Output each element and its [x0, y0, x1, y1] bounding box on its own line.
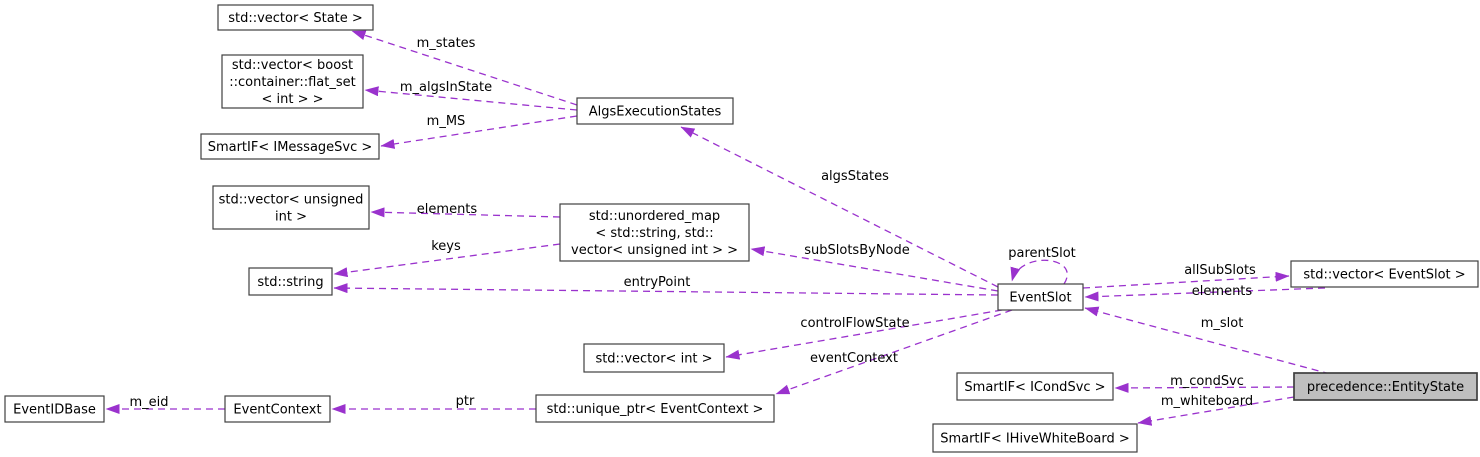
node-smartif-imessagesvc[interactable]: SmartIF< IMessageSvc >	[200, 133, 380, 160]
node-event-id-base[interactable]: EventIDBase	[4, 395, 105, 423]
edge-m_condSvc: m_condSvc	[1114, 374, 1295, 393]
edge-label: m_algsInState	[400, 80, 492, 95]
edge-line	[1084, 287, 1326, 302]
node-box	[224, 395, 331, 423]
node-unordered-map[interactable]: std::unordered_map< std::string, std::ve…	[559, 203, 750, 262]
edge-line	[370, 207, 561, 218]
edge-label: allSubSlots	[1184, 263, 1256, 278]
edge-line	[333, 243, 561, 278]
node-box	[212, 185, 370, 230]
edge-label: ptr	[456, 394, 475, 409]
node-label: std::vector< int >	[595, 352, 712, 367]
edge-line	[351, 30, 578, 106]
edge-elements: elements	[370, 202, 561, 218]
node-box	[932, 423, 1138, 453]
node-label: std::unordered_map< std::string, std::ve…	[571, 209, 738, 258]
node-vector-state[interactable]: std::vector< State >	[217, 4, 374, 31]
edge-m_whiteboard: m_whiteboard	[1137, 394, 1295, 426]
edge-label: elements	[1192, 284, 1253, 299]
edge-label: m_whiteboard	[1161, 394, 1253, 409]
node-label: EventSlot	[1009, 291, 1071, 306]
node-box	[4, 395, 105, 423]
edge-m_MS: m_MS	[380, 114, 578, 149]
node-unique-ptr-eventcontext[interactable]: std::unique_ptr< EventContext >	[535, 394, 775, 423]
edge-line	[1082, 271, 1290, 289]
edge-line	[775, 309, 1013, 395]
node-std-string[interactable]: std::string	[248, 267, 333, 296]
node-label: std::unique_ptr< EventContext >	[547, 402, 764, 417]
edge-label: entryPoint	[624, 275, 691, 290]
edge-label: m_slot	[1201, 316, 1244, 331]
node-label: SmartIF< ICondSvc >	[964, 380, 1105, 395]
edge-label: elements	[417, 202, 478, 217]
edge-label: keys	[431, 239, 461, 254]
edge-label: controlFlowState	[800, 316, 909, 331]
edge-algsStates: algsStates	[680, 126, 999, 288]
edge-eventContext: eventContext	[775, 309, 1013, 395]
edge-line	[1137, 396, 1295, 426]
edge-m_algsInState: m_algsInState	[364, 80, 578, 111]
edge-ptr: ptr	[331, 394, 536, 414]
node-label: std::vector< boost::container::flat_set<…	[229, 58, 356, 107]
node-box	[217, 4, 374, 31]
edge-line	[725, 309, 1003, 360]
node-event-context[interactable]: EventContext	[224, 395, 331, 423]
node-vector-flat-set[interactable]: std::vector< boost::container::flat_set<…	[221, 54, 364, 109]
node-box	[200, 133, 380, 160]
edge-keys: keys	[333, 239, 561, 278]
edge-line	[750, 246, 999, 292]
node-box	[559, 203, 750, 262]
edge-line	[1084, 306, 1331, 375]
node-precedence-entitystate[interactable]: precedence::EntityState	[1293, 372, 1478, 401]
node-smartif-ihivewhiteboard[interactable]: SmartIF< IHiveWhiteBoard >	[932, 423, 1138, 453]
edge-label: algsStates	[821, 169, 889, 184]
node-box	[1293, 372, 1478, 401]
edge-elements: elements	[1084, 284, 1326, 302]
node-box	[221, 54, 364, 109]
node-event-slot[interactable]: EventSlot	[997, 283, 1084, 311]
node-label: precedence::EntityState	[1307, 380, 1464, 395]
node-label: std::vector< State >	[228, 11, 363, 26]
node-vector-int[interactable]: std::vector< int >	[583, 343, 725, 373]
edge-allSubSlots: allSubSlots	[1082, 263, 1290, 289]
edge-label: m_MS	[427, 114, 466, 129]
node-smartif-icondsvc[interactable]: SmartIF< ICondSvc >	[956, 372, 1114, 401]
edge-m_slot: m_slot	[1084, 306, 1331, 375]
node-box	[583, 343, 725, 373]
node-box	[535, 394, 775, 423]
node-box	[1290, 260, 1479, 288]
edge-entryPoint: entryPoint	[333, 275, 999, 296]
edge-label: m_states	[417, 36, 476, 51]
node-label: SmartIF< IMessageSvc >	[208, 140, 373, 155]
edge-label: parentSlot	[1008, 246, 1076, 261]
node-label: std::string	[257, 275, 323, 290]
edge-m_states: m_states	[351, 30, 578, 106]
edge-label: m_eid	[129, 395, 168, 410]
node-label: SmartIF< IHiveWhiteBoard >	[940, 432, 1130, 447]
edge-controlFlowState: controlFlowState	[725, 309, 1003, 360]
node-label: AlgsExecutionStates	[589, 105, 722, 120]
node-box	[576, 97, 734, 125]
edge-label: m_condSvc	[1170, 374, 1244, 389]
edge-subSlotsByNode: subSlotsByNode	[750, 243, 999, 292]
edge-line	[1114, 382, 1295, 393]
edge-line	[333, 283, 999, 296]
node-box	[997, 283, 1084, 311]
edge-label: subSlotsByNode	[804, 243, 910, 258]
node-label: EventIDBase	[13, 403, 96, 418]
node-box	[956, 372, 1114, 401]
edge-m_eid: m_eid	[105, 395, 225, 414]
edge-label: eventContext	[810, 351, 898, 366]
node-box	[248, 267, 333, 296]
node-algs-execution-states[interactable]: AlgsExecutionStates	[576, 97, 734, 125]
node-vector-eventslot[interactable]: std::vector< EventSlot >	[1290, 260, 1479, 288]
edge-parentSlot: parentSlot	[1008, 246, 1076, 285]
node-label: std::vector< EventSlot >	[1303, 268, 1465, 283]
node-label: EventContext	[233, 403, 321, 418]
edge-line	[1010, 259, 1068, 285]
edge-line	[380, 115, 578, 149]
